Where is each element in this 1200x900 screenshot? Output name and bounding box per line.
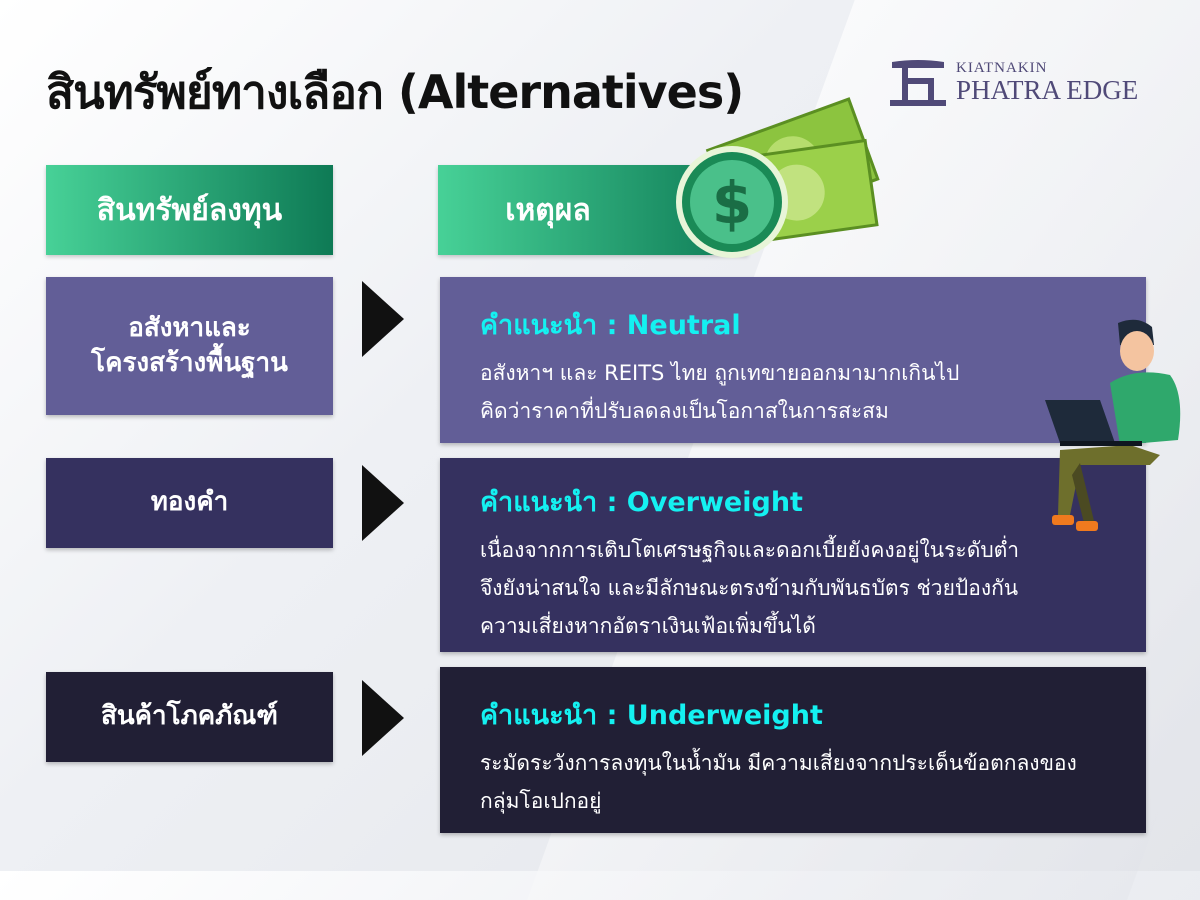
money-illustration-icon: $ (676, 97, 880, 258)
reason-real-estate: คำแนะนำ : Neutral อสังหาฯ และ REITS ไทย … (440, 277, 1146, 443)
reason-line: เนื่องจากการเติบโตเศรษฐกิจและดอกเบี้ยยัง… (480, 538, 1020, 562)
asset-commodities: สินค้าโภคภัณฑ์ (46, 672, 333, 762)
reason-commodities: คำแนะนำ : Underweight ระมัดระวังการลงทุน… (440, 667, 1146, 833)
dollar-sign: $ (712, 169, 752, 237)
reason-gold: คำแนะนำ : Overweight เนื่องจากการเติบโตเ… (440, 458, 1146, 652)
reason-line: กลุ่มโอเปกอยู่ (480, 789, 602, 813)
reason-line: จึงยังน่าสนใจ และมีลักษณะตรงข้ามกับพันธบ… (480, 576, 1019, 600)
arrow-right-icon (362, 281, 404, 357)
recommendation: คำแนะนำ : Underweight (480, 700, 823, 731)
logo-line1: KIATNAKIN (956, 60, 1048, 76)
logo-line2: PHATRA EDGE (956, 75, 1139, 105)
reason-line: ความเสี่ยงหากอัตราเงินเฟ้อเพิ่มขึ้นได้ (480, 614, 816, 638)
page-title: สินทรัพย์ทางเลือก (Alternatives) (46, 65, 744, 119)
asset-gold: ทองคำ (46, 458, 333, 548)
reason-line: ระมัดระวังการลงทุนในน้ำมัน มีความเสี่ยงจ… (480, 751, 1077, 775)
reason-line: อสังหาฯ และ REITS ไทย ถูกเทขายออกมามากเก… (480, 361, 960, 385)
recommendation: คำแนะนำ : Overweight (480, 487, 803, 518)
logo: KIATNAKIN PHATRA EDGE (888, 56, 1138, 108)
arrow-right-icon (362, 465, 404, 541)
logo-mark-icon (890, 60, 946, 106)
arrow-right-icon (362, 680, 404, 756)
header-asset: สินทรัพย์ลงทุน (46, 165, 333, 255)
recommendation: คำแนะนำ : Neutral (480, 310, 741, 341)
asset-real-estate: อสังหาและโครงสร้างพื้นฐาน (46, 277, 333, 415)
person-with-laptop-icon (1045, 319, 1181, 531)
reason-line: คิดว่าราคาที่ปรับลดลงเป็นโอกาสในการสะสม (480, 399, 889, 423)
